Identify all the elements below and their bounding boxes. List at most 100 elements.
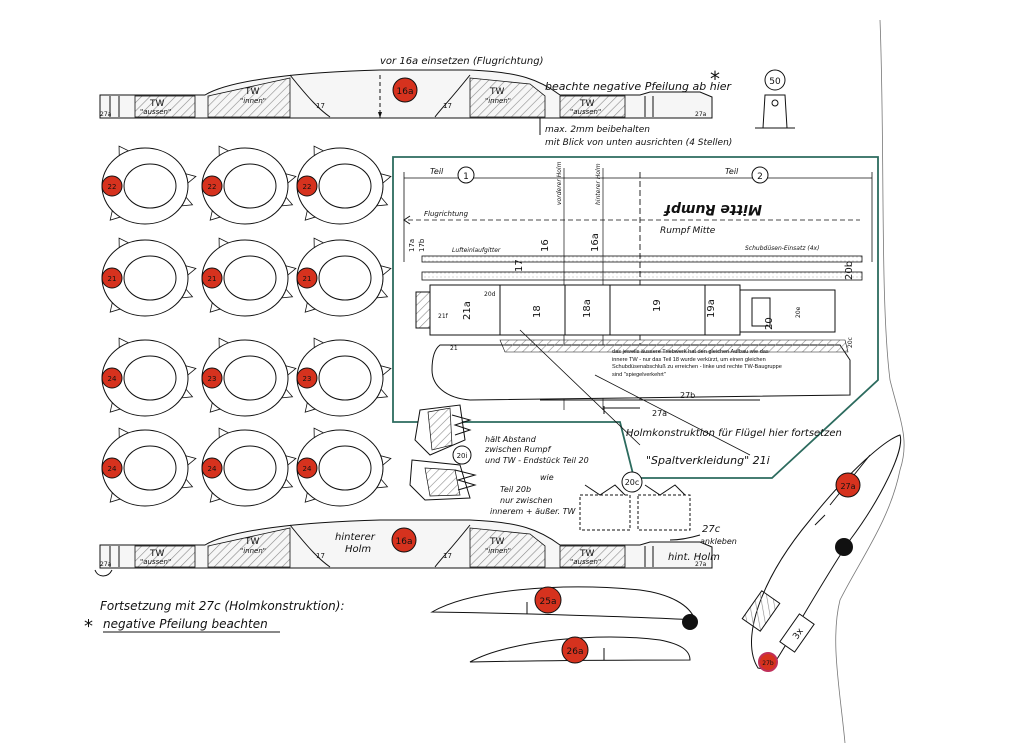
badge-20i: 20i <box>452 445 472 465</box>
panel-part-27b: 27b <box>680 391 695 400</box>
wheel-part: 21 <box>201 237 297 317</box>
tw-inner-left-sub: "innen" <box>240 97 266 105</box>
badge-text: 16a <box>397 87 414 97</box>
part-50-label: 50 <box>769 77 781 87</box>
holm-note: Holmkonstruktion für Flügel hier fortset… <box>626 428 842 439</box>
panel-part-20b: 20b <box>844 261 855 280</box>
wheel-part: 24 <box>101 427 197 507</box>
panel-part-19: 19 <box>652 299 663 312</box>
bottom-hinterer: hinterer <box>335 532 376 543</box>
wheel-part: 22 <box>201 145 297 225</box>
wheel-badge-text: 24 <box>108 375 117 383</box>
panel-part-18: 18 <box>532 305 543 318</box>
note-gap-2: mit Blick von unten ausrichten (4 Stelle… <box>545 138 732 148</box>
engine-note: das jeweils äussere Triebwerk hat den gl… <box>612 349 834 379</box>
badge-20c: 20c <box>621 471 643 493</box>
ankleben-arrow <box>669 534 701 541</box>
wheel-badge-text: 22 <box>303 183 312 191</box>
engine-note-line-2: innere TW - nur das Teil 18 wurde verkür… <box>612 356 766 363</box>
wheel-badge-text: 22 <box>108 183 117 191</box>
asterisk-bottom: * <box>84 616 93 637</box>
wheel-part: 24 <box>101 337 197 417</box>
negative-note: negative Pfeilung beachten <box>103 617 268 631</box>
wheel-badge-text: 24 <box>208 465 217 473</box>
wheel-badge-text: 21 <box>303 275 312 283</box>
wheel-badge <box>201 267 223 289</box>
panel-part-20c: 20c <box>847 337 854 348</box>
engine-note-line-3: Schubdüsenabschluß zu erreichen - linke … <box>612 364 782 371</box>
panel-part-21: 21 <box>450 345 458 352</box>
b-tw-inner-right: TW <box>489 537 504 547</box>
hinterer-holm-label: hinterer Holm <box>595 163 602 205</box>
part-50: 50 <box>755 69 795 129</box>
airfoil-upper: 25a <box>430 586 698 630</box>
wheel-part: 24 <box>296 427 392 507</box>
wheel-part: 23 <box>201 337 297 417</box>
b-tw-inner-right-sub: "innen" <box>485 547 511 555</box>
wingtip-badge-lower: 27b <box>762 660 774 667</box>
wheel-badge <box>101 267 123 289</box>
b-tw-outer-right: TW <box>579 549 594 559</box>
panel-part-27a: 27a <box>652 409 667 418</box>
panel-part-21a: 21a <box>462 301 473 320</box>
b-part-17-left: 17 <box>316 552 325 560</box>
spacer-note-1: hält Abstand <box>485 435 537 444</box>
wheel-badge <box>201 367 223 389</box>
engine-note-line-4: sind "spiegelverkehrt" <box>612 371 666 378</box>
airfoil-lower-badge: 26a <box>567 647 584 657</box>
wheel-part: 22 <box>101 145 197 225</box>
part27c-ankleben: ankleben <box>700 537 737 546</box>
part20c-note-1: Teil 20b <box>500 485 531 494</box>
part-27a-right: 27a <box>695 111 707 118</box>
schub-note: Schubdüsen-Einsatz (4x) <box>745 245 819 252</box>
wheel-badge <box>296 367 318 389</box>
panel-part-20d: 20d <box>484 291 496 298</box>
badge-20c-text: 20c <box>625 478 640 487</box>
wheel-badge <box>296 457 318 479</box>
b-tw-inner-left-sub: "innen" <box>240 547 266 555</box>
teil-2-num: 2 <box>757 172 763 182</box>
wheel-badge <box>101 175 123 197</box>
spacer-note-2: zwischen Rumpf <box>484 445 552 454</box>
wingtip-part: 3x 27a 27b <box>741 434 902 672</box>
b-tw-outer-left-sub: "aussen" <box>140 558 171 566</box>
note-sweep: beachte negative Pfeilung ab hier <box>545 80 733 93</box>
b-tw-outer-right-sub: "aussen" <box>570 558 601 566</box>
wheel-part: 23 <box>296 337 392 417</box>
b-part-27a-left: 27a <box>100 561 112 568</box>
wheel-part: 21 <box>101 237 197 317</box>
wheel-badge <box>201 175 223 197</box>
part-17b: 17b <box>418 238 426 252</box>
panel-part-16a: 16a <box>590 233 601 252</box>
sheet-cut-edge <box>835 19 905 743</box>
asterisk-top: * <box>710 67 720 91</box>
part20c-note-2: nur zwischen <box>500 496 553 505</box>
badge-bottom-16a: 16a <box>391 527 417 553</box>
part-27c: 27c <box>702 524 721 535</box>
tw-outer-right-sub: "aussen" <box>570 108 601 116</box>
wheel-badge-text: 21 <box>108 275 117 283</box>
hint-holm: hint. Holm <box>668 552 720 563</box>
wheel-badge-text: 24 <box>108 465 117 473</box>
teil-1: Teil <box>430 167 444 176</box>
wheel-badge <box>296 267 318 289</box>
teil-1-badge: 1 <box>457 166 475 184</box>
tw-inner-right-sub: "innen" <box>485 97 511 105</box>
badge-top-16a: 16a <box>392 77 418 103</box>
tw-outer-left: TW <box>149 99 164 109</box>
badge-20i-text: 20i <box>457 452 468 460</box>
tw-outer-left-sub: "aussen" <box>140 108 171 116</box>
spalt-note: "Spaltverkleidung" 21i <box>646 454 770 467</box>
teil-1-num: 1 <box>463 172 469 182</box>
mitte-rumpf: Mitte Rumpf <box>663 201 762 217</box>
note-insert: vor 16a einsetzen (Flugrichtung) <box>380 56 544 67</box>
vorderer-holm: vorderer Holm <box>556 161 563 205</box>
part20c-note-3: innerem + äußer. TW <box>490 507 577 516</box>
part-17a: 17a <box>408 239 416 252</box>
panel-part-20e: 20e <box>795 306 802 318</box>
panel-part-19a: 19a <box>706 299 717 318</box>
wheel-badge-text: 21 <box>208 275 217 283</box>
wingtip-badge-upper: 27a <box>840 482 855 491</box>
airfoil-upper-badge: 25a <box>540 597 557 607</box>
